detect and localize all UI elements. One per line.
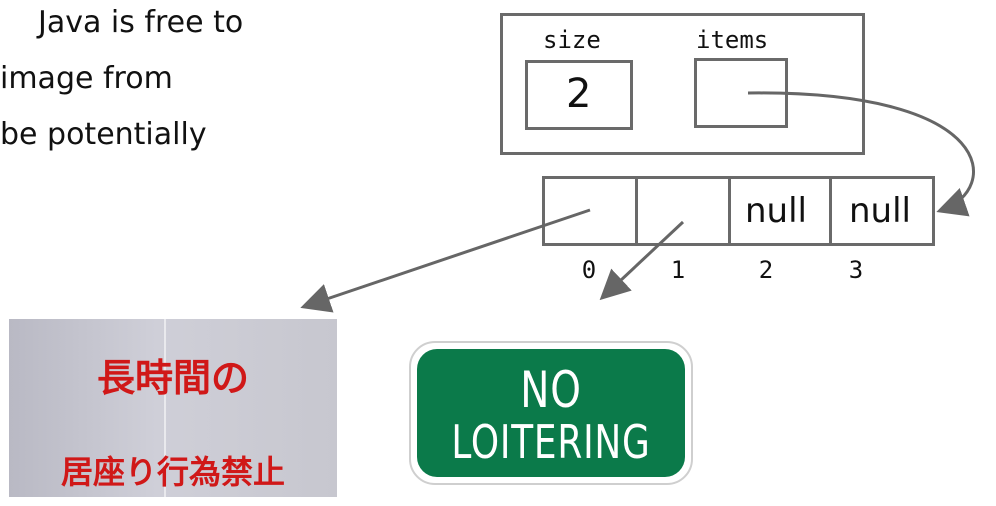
no-loitering-sign-face: NO LOITERING [417, 349, 685, 477]
slide-text-line-2: image from [0, 61, 173, 96]
size-field-label: size [543, 26, 601, 54]
no-loitering-sign-line-2: LOITERING [451, 415, 651, 469]
items-field-label: items [696, 26, 769, 54]
sign-seam [164, 319, 166, 497]
items-pointer-arrow [747, 91, 975, 217]
array-cell-3-value: null [849, 191, 911, 231]
slide-text-line-3: be potentially [0, 117, 207, 152]
slide-text-line-1: Java is free to [38, 5, 244, 40]
array-cell-3 [829, 176, 935, 246]
list-object-box [500, 13, 865, 155]
no-loitering-sign-line-1: NO [520, 361, 582, 419]
japanese-sign-line-2: 居座り行為禁止 [60, 453, 285, 491]
japanese-sign-image: 長時間の 居座り行為禁止 [9, 319, 337, 497]
japanese-sign-line-1: 長時間の [96, 356, 249, 400]
array-index-1: 1 [670, 256, 686, 284]
size-field-box [525, 60, 633, 130]
array-index-0: 0 [581, 256, 597, 284]
no-loitering-sign: NO LOITERING [409, 341, 693, 485]
array-cell-2 [728, 176, 832, 246]
size-field-value: 2 [566, 71, 592, 117]
cell-0-pointer-arrow [300, 208, 591, 313]
array-cell-2-value: null [745, 191, 807, 231]
cell-1-pointer-arrow [599, 220, 685, 301]
array-index-2: 2 [758, 256, 774, 284]
array-index-3: 3 [848, 256, 864, 284]
